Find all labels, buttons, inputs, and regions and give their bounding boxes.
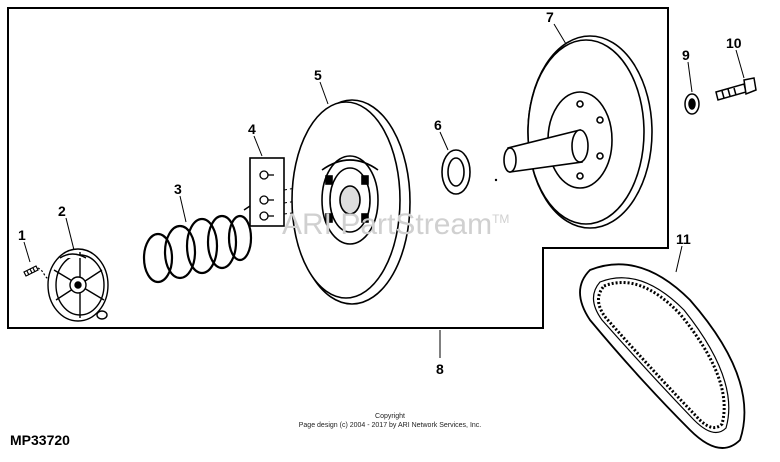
callout-10: 10 [726, 35, 742, 51]
watermark-text: ARI PartStream [282, 208, 493, 241]
diagram-part-code: MP33720 [10, 432, 70, 448]
watermark: ARI PartStreamTM [282, 208, 509, 242]
callout-5: 5 [314, 67, 322, 83]
leader-lines [23, 23, 745, 358]
part-7-fixed-sheave [503, 35, 653, 229]
part-11-drive-belt [579, 263, 746, 449]
callout-11: 11 [676, 231, 691, 247]
assembly-outline [7, 7, 669, 329]
part-5-movable-sheave [291, 99, 411, 305]
part-3-spring [142, 205, 253, 284]
callout-3: 3 [174, 181, 182, 197]
part-1-screw [23, 265, 51, 281]
callout-8: 8 [436, 361, 444, 377]
copyright-heading: Copyright [375, 413, 405, 420]
callout-2: 2 [58, 203, 66, 219]
callout-9: 9 [682, 47, 690, 63]
part-2-cover [47, 248, 109, 322]
callout-4: 4 [248, 121, 256, 137]
part-10-bolt [715, 77, 757, 101]
callout-6: 6 [434, 117, 442, 133]
part-6-ring [441, 149, 471, 195]
callout-1: 1 [18, 227, 26, 243]
copyright-notice: Page design (c) 2004 - 2017 by ARI Netwo… [298, 422, 482, 429]
watermark-trademark: TM [492, 212, 510, 226]
callout-7: 7 [546, 9, 554, 25]
part-9-washer [684, 93, 700, 115]
